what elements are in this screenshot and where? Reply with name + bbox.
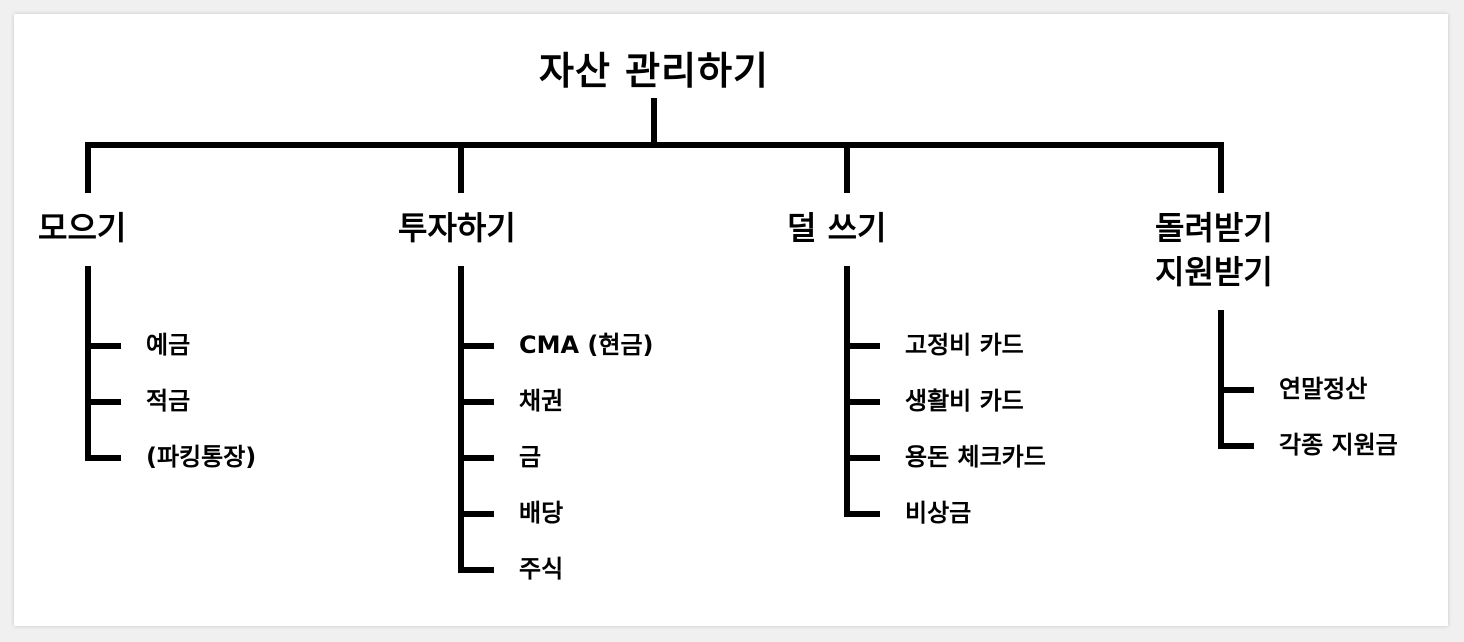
leaf-item: 주식 (519, 555, 564, 583)
branch-title-line: 돌려받기 (1155, 209, 1273, 247)
branch-title: 투자하기 (398, 206, 516, 250)
leaf-item: 배당 (519, 499, 564, 527)
diagram-canvas (14, 14, 1448, 626)
leaf-item: (파킹통장) (146, 443, 257, 471)
branch-title: 덜 쓰기 (787, 206, 886, 250)
leaf-item: 용돈 체크카드 (905, 443, 1046, 471)
leaf-item: 금 (519, 443, 542, 471)
leaf-item: 적금 (146, 387, 191, 415)
branch-title-line: 덜 쓰기 (787, 209, 887, 247)
root-node-title: 자산 관리하기 (539, 49, 769, 93)
leaf-item: 고정비 카드 (905, 331, 1024, 359)
leaf-item: 생활비 카드 (905, 387, 1024, 415)
branch-title-line: 모으기 (38, 209, 127, 247)
branch-title: 모으기 (38, 206, 126, 250)
branch-title-line: 투자하기 (398, 209, 516, 247)
branch-title-line: 지원받기 (1155, 253, 1273, 291)
leaf-item: 예금 (146, 331, 191, 359)
leaf-item: 연말정산 (1279, 375, 1368, 403)
leaf-item: 각종 지원금 (1279, 431, 1398, 459)
leaf-item: 채권 (519, 387, 564, 415)
leaf-item: CMA (현금) (519, 331, 654, 359)
leaf-item: 비상금 (905, 499, 972, 527)
